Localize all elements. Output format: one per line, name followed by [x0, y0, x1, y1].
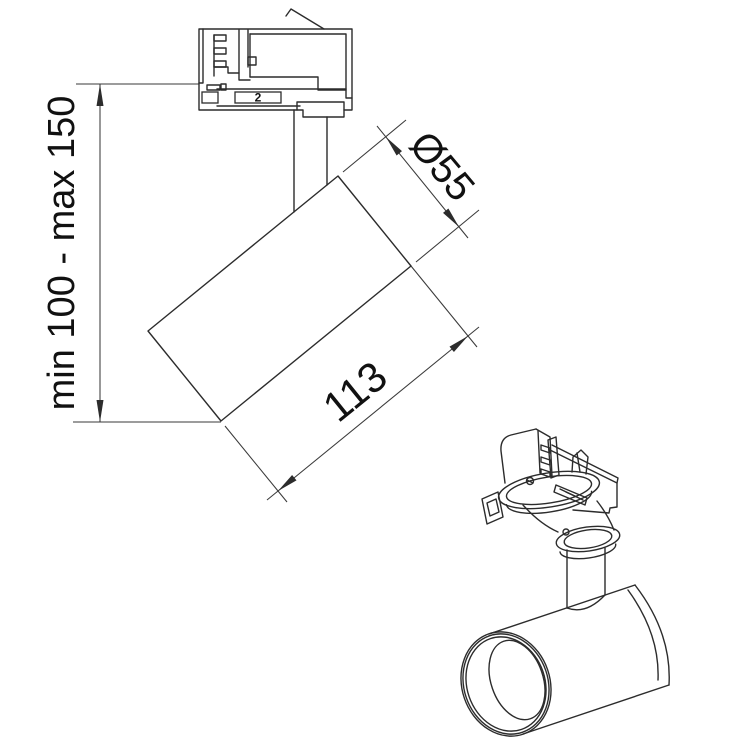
latch-detail-1 [206, 84, 221, 91]
height-dimension-label: min 100 - max 150 [41, 96, 83, 411]
diameter-dimension: Ø55 [342, 119, 483, 263]
iso-swivel-joint [555, 525, 621, 560]
iso-adapter-head [500, 428, 553, 484]
length-dimension: 113 [224, 265, 480, 503]
lens-rim-outer [460, 631, 552, 737]
adapter-chamber [249, 33, 353, 99]
foot-block [296, 101, 345, 111]
diameter-dimension-label: Ø55 [401, 123, 483, 209]
iso-spot-cylinder [460, 584, 670, 737]
iso-clip [481, 491, 504, 525]
adapter-left-wall [198, 28, 204, 84]
extension-line-l2 [224, 425, 288, 503]
side-view: 2 [147, 8, 412, 422]
lens-rim-inner [465, 636, 547, 732]
iso-adapter-body [549, 444, 619, 514]
height-dimension: min 100 - max 150 [41, 83, 221, 423]
divider-tab [247, 56, 257, 66]
arrow-downright-icon [443, 208, 459, 227]
extension-line-d1 [342, 119, 407, 173]
release-lever [285, 8, 325, 30]
iso-switch [571, 449, 589, 475]
iso-fin [547, 436, 560, 479]
spot-cylinder-body [147, 175, 412, 422]
latch-detail-3 [201, 91, 219, 104]
iso-lock-ring [497, 470, 601, 515]
extension-line-d2 [415, 209, 480, 263]
lens-rim-mid [462, 633, 550, 735]
arrow-upright-icon [449, 336, 468, 352]
iso-view [460, 428, 670, 737]
arrow-upleft-icon [386, 137, 402, 156]
lens-opening [488, 639, 546, 721]
iso-switch-detail [576, 452, 581, 473]
track-adapter-outline [198, 28, 353, 118]
adapter-marking-label: 2 [255, 91, 262, 105]
iso-neck-left [522, 504, 559, 533]
dimension-line-length [266, 326, 480, 501]
latch-detail-2 [220, 83, 227, 91]
extension-line-l1 [410, 265, 478, 348]
arrow-downleft-icon [278, 475, 297, 491]
iso-neck-right [596, 500, 615, 531]
length-dimension-label: 113 [314, 352, 396, 431]
arrow-up-icon [96, 84, 104, 106]
marking-box [234, 91, 282, 104]
contact-comb [213, 34, 251, 81]
arrow-down-icon [96, 400, 104, 422]
iso-stem-boss [566, 594, 606, 611]
